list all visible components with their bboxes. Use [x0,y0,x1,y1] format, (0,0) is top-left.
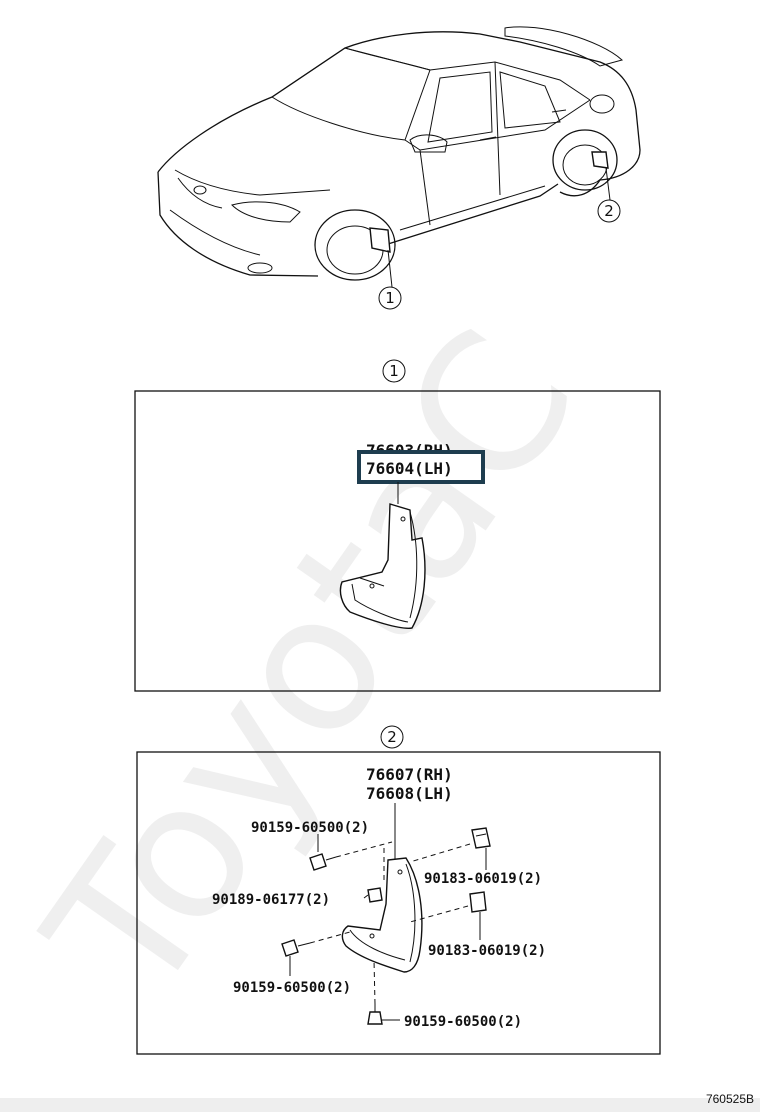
svg-text:1: 1 [389,362,399,380]
callout-front-mudguard[interactable]: 1 [378,286,402,310]
watermark: ToyotaC [5,293,618,1037]
callout-rear-mudguard[interactable]: 2 [597,199,621,223]
panel2-frame [136,751,661,1055]
rear-mudguard-part[interactable] [341,803,423,973]
svg-text:2: 2 [387,728,397,746]
panel1-header: 1 [382,359,406,383]
clip-upper-right[interactable] [471,827,491,849]
grommet-center[interactable] [367,887,383,903]
footer-bar [0,1098,760,1112]
fastener-label-4[interactable]: 90183-06019(2) [428,943,546,959]
front-mudguard-part[interactable] [339,482,426,629]
svg-text:1: 1 [385,289,395,307]
screw-bottom[interactable] [367,1004,400,1025]
fastener-label-3[interactable]: 90189-06177(2) [212,892,330,908]
svg-text:2: 2 [604,202,614,220]
part-highlight-box [357,450,485,484]
car-illustration [157,26,641,288]
fastener-label-2[interactable]: 90183-06019(2) [424,871,542,887]
screw-top-left[interactable] [309,834,337,871]
part-76604-lh[interactable]: 76604(LH) [366,459,453,478]
clip-lower-right[interactable] [469,891,487,913]
fastener-label-6[interactable]: 90159-60500(2) [404,1014,522,1030]
fastener-label-5[interactable]: 90159-60500(2) [233,980,351,996]
diagram-code: 760525B [705,1092,754,1106]
screw-lower-left[interactable] [281,939,311,976]
fastener-label-1[interactable]: 90159-60500(2) [251,820,369,836]
panel1-frame [134,390,661,692]
part-76607-rh[interactable]: 76607(RH) [366,765,453,784]
part-76608-lh[interactable]: 76608(LH) [366,784,453,803]
panel2-header: 2 [380,725,404,749]
